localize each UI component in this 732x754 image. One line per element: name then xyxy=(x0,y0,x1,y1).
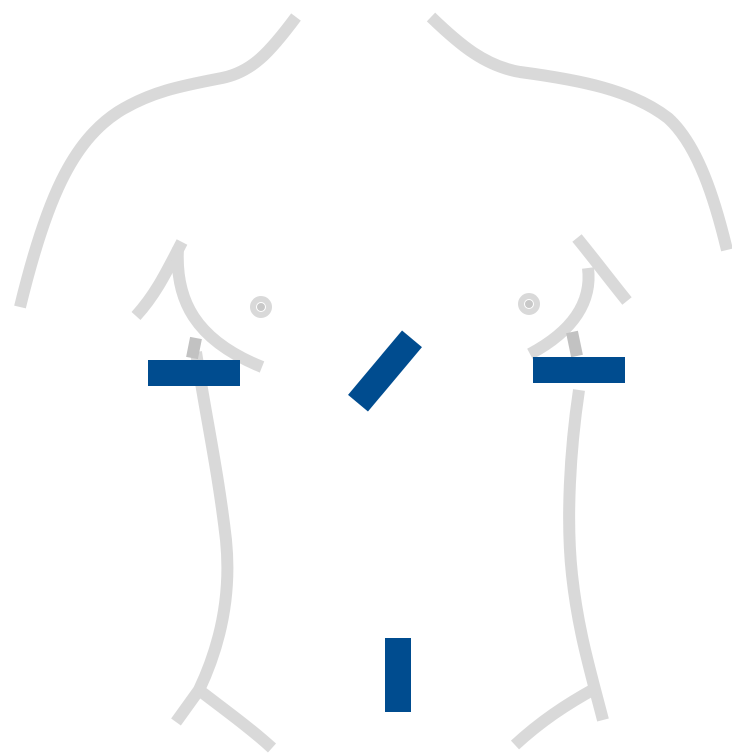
right-groin-line xyxy=(515,688,596,745)
left-neck-shoulder-arm-line xyxy=(20,17,296,307)
electrode-left-side xyxy=(533,357,625,383)
left-nipple-center xyxy=(257,303,265,311)
electrode-lower-abdomen xyxy=(385,638,411,712)
left-flank-line xyxy=(196,352,227,690)
left-groin-line xyxy=(199,690,272,748)
right-flank-line xyxy=(569,390,603,720)
left-flank-shadow xyxy=(192,338,196,358)
right-neck-shoulder-arm-line xyxy=(431,17,727,250)
right-flank-shadow xyxy=(572,332,577,356)
right-nipple-center xyxy=(525,300,533,308)
electrode-right-side xyxy=(148,360,240,386)
electrode-sternum xyxy=(348,330,422,411)
